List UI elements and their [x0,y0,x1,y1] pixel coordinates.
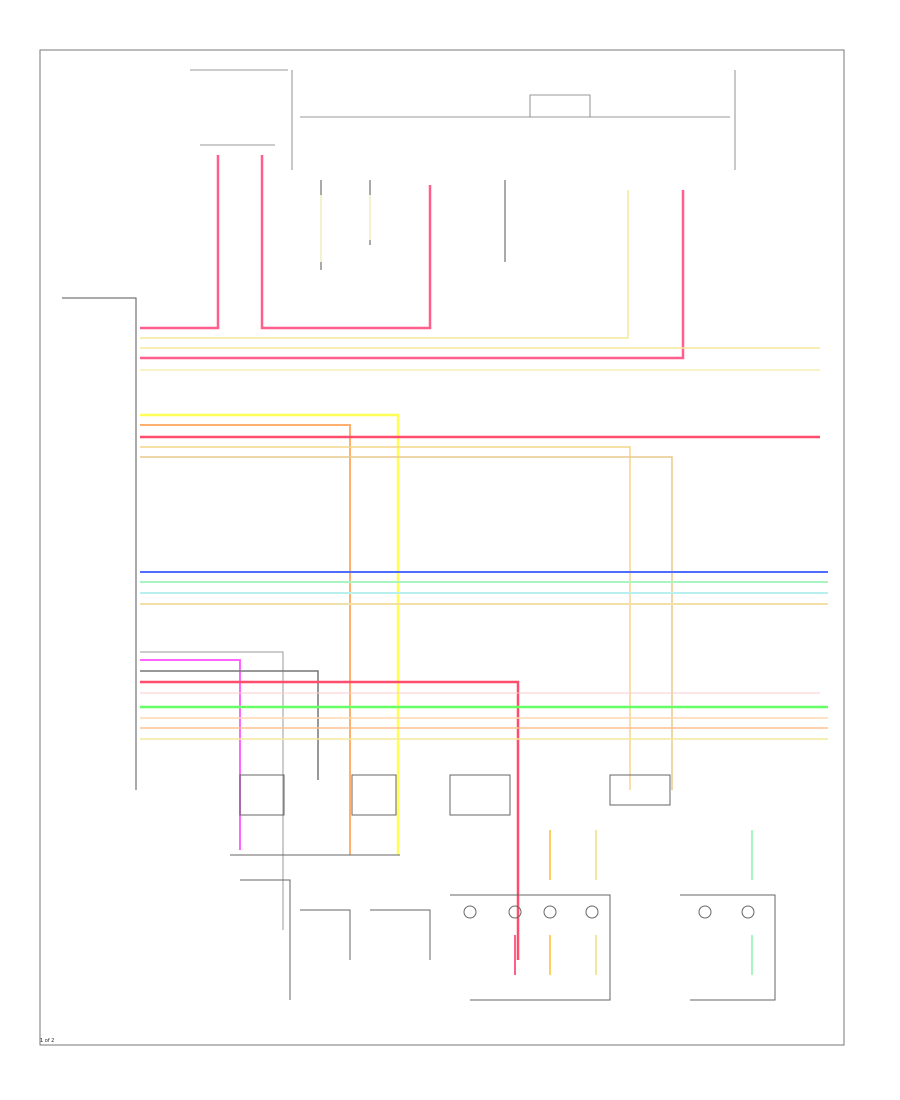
sensor-wires [140,413,820,855]
power-wires [140,155,685,360]
lower-wires [140,651,828,960]
page-number: 1 of 2 [40,1038,55,1044]
signal-wires-top [140,190,820,371]
fuse-block [190,69,736,170]
bus-wires [140,571,828,605]
bottom-components [230,774,776,1001]
control-module [62,297,137,790]
diagram-border [39,49,845,1046]
top-connectors [320,180,506,270]
bottom-wire-colors [514,830,753,975]
